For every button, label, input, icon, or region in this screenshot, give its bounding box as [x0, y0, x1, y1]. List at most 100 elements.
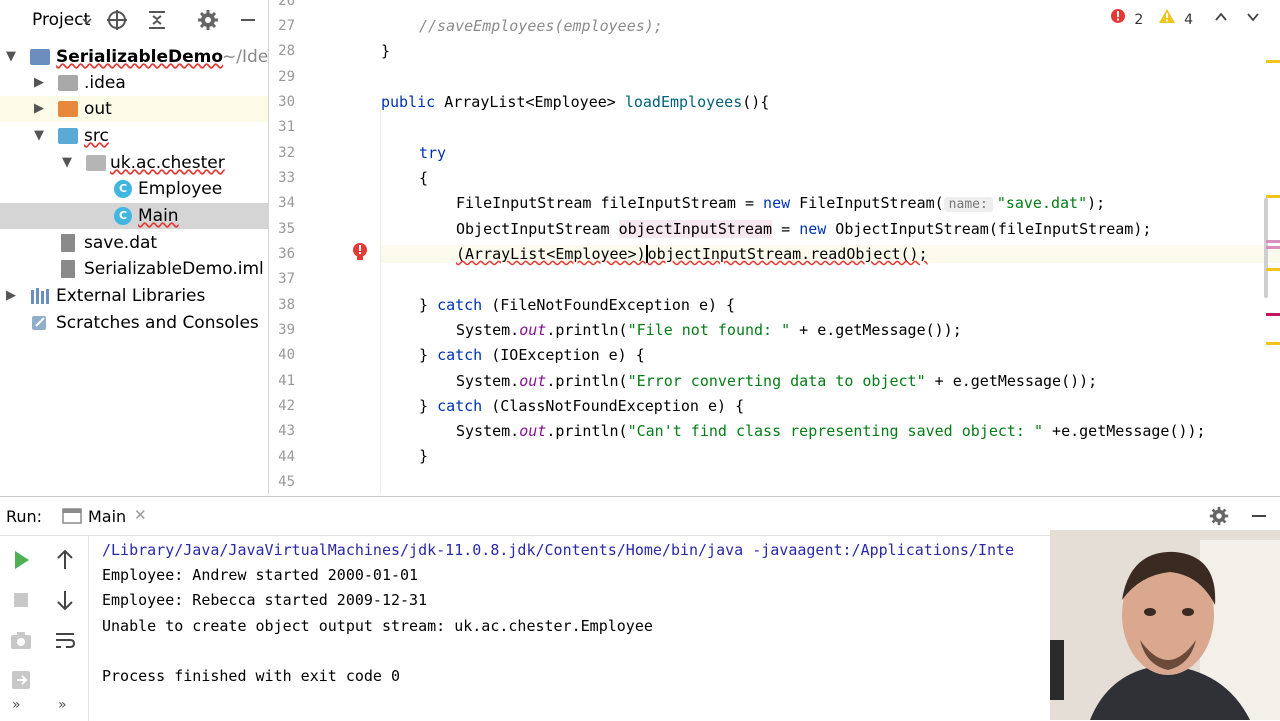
locate-icon[interactable]: [105, 8, 129, 32]
console-line: Process finished with exit code 0: [102, 667, 401, 685]
tree-item-src[interactable]: ▼ src: [0, 123, 268, 149]
tree-item-label: Employee: [138, 179, 223, 199]
package-icon: [86, 154, 106, 172]
tree-item-scratches[interactable]: Scratches and Consoles: [0, 310, 268, 336]
warning-mark[interactable]: [1266, 195, 1280, 198]
chevron-down-icon[interactable]: [82, 16, 92, 26]
project-panel: Project ▼ SerializableDemo ~/Idea ▶ .ide…: [0, 0, 279, 494]
inspection-widget[interactable]: 2 4: [1110, 8, 1260, 30]
line-number: 36: [278, 246, 295, 262]
code-line-30: public ArrayList<Employee> loadEmployees…: [381, 93, 770, 111]
line-number: 38: [278, 297, 295, 313]
file-icon: [58, 234, 78, 252]
tree-item-label: out: [84, 99, 112, 119]
collapse-all-icon[interactable]: [145, 8, 169, 32]
code-line-41: System.out.println("Error converting dat…: [456, 372, 1098, 390]
error-bulb-icon[interactable]: [351, 242, 369, 262]
minimize-icon[interactable]: [236, 8, 260, 32]
tree-item-label: .idea: [84, 73, 126, 93]
minimize-icon[interactable]: [1248, 505, 1270, 527]
folder-icon: [58, 100, 78, 118]
folder-icon: [58, 74, 78, 92]
tree-item-label: Scratches and Consoles: [56, 313, 259, 333]
line-number: 26: [278, 0, 295, 9]
read-object-call: objectInputStream.readObject();: [647, 245, 928, 263]
code-line-43: System.out.println("Can't find class rep…: [456, 422, 1206, 440]
error-mark[interactable]: [1266, 313, 1280, 316]
tree-item-label: SerializableDemo: [56, 47, 224, 67]
warning-mark[interactable]: [1266, 342, 1280, 345]
line-gutter: 26 27 28 29 30 31 32 33 34 35 36 37 38 3…: [269, 0, 373, 494]
chevron-down-icon[interactable]: ▼: [6, 49, 16, 64]
run-header: Run: Main ✕: [0, 497, 1280, 536]
tree-item-external-libraries[interactable]: ▶ External Libraries: [0, 283, 268, 309]
error-count: 2: [1134, 12, 1144, 28]
line-number: 34: [278, 195, 295, 211]
warning-mark[interactable]: [1266, 240, 1280, 243]
indent-guide: [380, 110, 381, 494]
tree-item-save-dat[interactable]: save.dat: [0, 230, 268, 256]
tree-item-package[interactable]: ▼ uk.ac.chester: [0, 150, 268, 176]
tree-item-label: src: [84, 126, 109, 146]
gear-icon[interactable]: [196, 8, 220, 32]
console-line: Employee: Rebecca started 2009-12-31: [102, 591, 428, 609]
line-number: 45: [278, 474, 295, 490]
exit-icon[interactable]: [8, 667, 34, 693]
warning-mark[interactable]: [1266, 246, 1280, 249]
warning-mark[interactable]: [1266, 60, 1280, 63]
more-icon[interactable]: »: [58, 697, 67, 713]
gear-icon[interactable]: [1208, 505, 1230, 527]
code-line-35: ObjectInputStream objectInputStream = ne…: [456, 220, 1152, 238]
tree-item-employee[interactable]: C Employee: [0, 176, 268, 202]
chevron-right-icon[interactable]: ▶: [6, 288, 16, 303]
tree-item-label: Main: [138, 206, 179, 226]
code-line-42: } catch (ClassNotFoundException e) {: [419, 397, 745, 415]
console-line: Employee: Andrew started 2000-01-01: [102, 566, 419, 584]
code-line-34: FileInputStream fileInputStream = new Fi…: [456, 194, 1106, 212]
webcam-overlay: [1050, 530, 1280, 720]
library-icon: [30, 287, 50, 305]
line-number: 30: [278, 94, 295, 110]
tree-item-label: uk.ac.chester: [110, 153, 225, 173]
scratches-icon: [30, 314, 50, 332]
error-stripe[interactable]: [1262, 40, 1280, 494]
arrow-up-icon[interactable]: [52, 547, 78, 573]
chevron-right-icon[interactable]: ▶: [34, 101, 44, 116]
warning-icon: [1158, 9, 1175, 23]
line-number: 33: [278, 170, 295, 186]
file-icon: [58, 260, 78, 278]
tree-item-serializabledemo[interactable]: ▼ SerializableDemo ~/Idea: [0, 44, 279, 70]
camera-icon[interactable]: [8, 627, 34, 653]
project-title[interactable]: Project: [32, 10, 91, 30]
warning-count: 4: [1184, 12, 1194, 28]
line-number: 27: [278, 18, 295, 34]
code-line-39: System.out.println("File not found: " + …: [456, 321, 962, 339]
chevron-up-icon[interactable]: [1214, 10, 1228, 24]
chevron-down-icon[interactable]: ▼: [62, 155, 72, 170]
code-editor[interactable]: 26 27 28 29 30 31 32 33 34 35 36 37 38 3…: [269, 0, 1280, 494]
arrow-down-icon[interactable]: [52, 587, 78, 613]
run-tab-main[interactable]: Main ✕: [56, 497, 152, 535]
line-number: 39: [278, 322, 295, 338]
tree-item-main[interactable]: C Main: [0, 203, 268, 229]
soft-wrap-icon[interactable]: [52, 627, 78, 653]
chevron-down-icon[interactable]: ▼: [34, 128, 44, 143]
line-number: 28: [278, 43, 295, 59]
close-icon[interactable]: ✕: [134, 506, 147, 524]
tree-item-out[interactable]: ▶ out: [0, 96, 268, 122]
more-icon[interactable]: »: [12, 697, 21, 713]
line-number: 31: [278, 119, 295, 135]
rerun-icon[interactable]: [8, 547, 34, 573]
tree-item-iml[interactable]: SerializableDemo.iml: [0, 256, 268, 282]
tree-item-idea[interactable]: ▶ .idea: [0, 70, 268, 96]
line-number: 40: [278, 347, 295, 363]
stop-icon[interactable]: [8, 587, 34, 613]
chevron-down-icon[interactable]: [1246, 10, 1260, 24]
line-number: 41: [278, 373, 295, 389]
line-number: 43: [278, 423, 295, 439]
warning-mark[interactable]: [1266, 268, 1280, 271]
chevron-right-icon[interactable]: ▶: [34, 75, 44, 90]
console-line: Unable to create object output stream: u…: [102, 617, 653, 635]
console-output[interactable]: /Library/Java/JavaVirtualMachines/jdk-11…: [102, 537, 1052, 717]
code-line-27: //saveEmployees(employees);: [419, 17, 663, 35]
